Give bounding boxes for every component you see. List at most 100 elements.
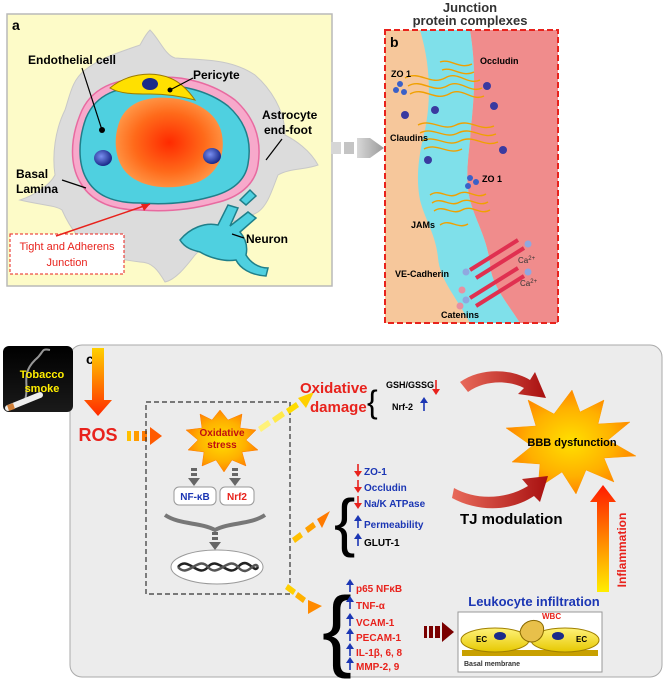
- label-catenins: Catenins: [441, 310, 479, 320]
- bbb-dysfunction-burst: [505, 389, 637, 495]
- pericyte-nucleus: [142, 78, 158, 90]
- label-tight1: Tight and Adherens: [20, 241, 115, 253]
- nfkb-box: [173, 486, 217, 506]
- dna-helix-strand: [177, 562, 260, 573]
- endothelial-nucleus: [203, 148, 221, 164]
- label-tobacco: Tobacco: [20, 369, 65, 381]
- label-tj-modulation: TJ modulation: [460, 511, 563, 528]
- cigarette-filter: [7, 403, 15, 411]
- label-endothelial: Endothelial cell: [28, 53, 116, 67]
- arrow-to-inflammation-items: [285, 584, 322, 614]
- endothelial-cell-left: [460, 627, 530, 653]
- transition-arrow: [331, 138, 384, 158]
- label-ox-damage-2: damage: [310, 399, 367, 416]
- pointer-arrowhead: [141, 204, 150, 211]
- label-basal: Basal: [16, 167, 48, 181]
- arrow-stress-to-nrf2: [229, 468, 241, 486]
- vessel-lumen: [115, 97, 223, 188]
- svg-text:TNF-α: TNF-α: [356, 601, 386, 612]
- panel-c-letter: c: [86, 351, 94, 367]
- cell-dashed-box: [145, 401, 291, 595]
- label-inflammation: Inflammation: [615, 513, 629, 588]
- panel-c: c Tobacco smoke ROS Oxidative stress: [3, 344, 663, 680]
- tight-junction-strands: [404, 60, 499, 227]
- label-neuron: Neuron: [246, 232, 288, 246]
- brace-ox-damage: {: [367, 384, 378, 420]
- label-ox-stress-2: stress: [207, 440, 237, 451]
- label-ec-left: EC: [476, 635, 487, 644]
- basal-membrane-layer: [462, 650, 598, 656]
- pointer-dot: [99, 127, 105, 133]
- label-basal-membrane: Basal membrane: [464, 661, 520, 668]
- gsh-down-arrow: [432, 380, 440, 395]
- svg-text:GLUT-1: GLUT-1: [364, 538, 400, 549]
- svg-text:PECAM-1: PECAM-1: [356, 633, 401, 644]
- panel-b-membrane-cleft: [417, 30, 520, 323]
- label-wbc: WBC: [542, 612, 561, 621]
- arrow-damage-to-bbb: [460, 371, 546, 398]
- label-leukocyte: Leukocyte infiltration: [468, 594, 600, 609]
- pointer-pericyte: [169, 77, 194, 91]
- pointer-endothelial: [81, 67, 103, 131]
- tj-item: Na/K ATPase: [354, 496, 426, 510]
- label-end-foot: end-foot: [264, 123, 312, 137]
- nrf2-box: [219, 486, 255, 506]
- panel-a-letter: a: [12, 17, 20, 33]
- pointer-basal: [61, 179, 87, 189]
- ec-nucleus: [552, 632, 564, 640]
- arrow-inflammation: [590, 485, 616, 592]
- smoke-plume: [24, 348, 51, 401]
- brace-inflammation: {: [322, 580, 352, 680]
- pointer-astrocyte: [265, 138, 283, 161]
- nrf2-up-arrow: [420, 397, 428, 411]
- arrow-to-leukocyte: [424, 622, 454, 642]
- svg-text:Na/K ATPase: Na/K ATPase: [364, 499, 426, 510]
- tj-item: Occludin: [354, 480, 407, 494]
- label-nrf2b: Nrf-2: [392, 402, 413, 412]
- arrow-to-tj-items: [292, 511, 330, 543]
- svg-text:VCAM-1: VCAM-1: [356, 618, 395, 629]
- inflammation-item: PECAM-1: [346, 628, 401, 644]
- label-pericyte: Pericyte: [193, 68, 240, 82]
- svg-text:IL-1β, 6, 8: IL-1β, 6, 8: [356, 648, 403, 659]
- dna-oval: [170, 549, 264, 585]
- svg-text:ZO-1: ZO-1: [364, 467, 387, 478]
- arrow-to-dna: [209, 532, 221, 550]
- svg-text:Occludin: Occludin: [364, 483, 407, 494]
- label-ros: ROS: [78, 425, 117, 445]
- label-ec-right: EC: [576, 635, 587, 644]
- label-ca-2: Ca2+: [520, 279, 538, 288]
- label-jams: JAMs: [411, 220, 435, 230]
- label-gsh: GSH/GSSG: [386, 380, 434, 390]
- panel-b-frame: [384, 29, 559, 324]
- label-ox-stress-1: Oxidative: [199, 428, 244, 439]
- svg-text:Permeability: Permeability: [364, 520, 424, 531]
- label-tight2: Junction: [47, 257, 88, 269]
- inflammation-item: p65 NFκB: [346, 579, 402, 595]
- inflammation-item: MMP-2, 9: [346, 657, 400, 673]
- inflammation-item: IL-1β, 6, 8: [346, 643, 403, 659]
- svg-text:p65 NFκB: p65 NFκB: [356, 584, 402, 595]
- tj-item: Permeability: [354, 515, 424, 531]
- zo1-proteins: [393, 81, 479, 189]
- label-zo1-top: ZO 1: [391, 69, 411, 79]
- panel-b: Junction protein complexes b: [384, 0, 559, 324]
- panel-b-header-2: protein complexes: [413, 13, 528, 28]
- label-occludin: Occludin: [480, 56, 519, 66]
- label-bbb: BBB dysfunction: [527, 437, 617, 449]
- tj-item: ZO-1: [354, 464, 387, 478]
- inflammation-item: TNF-α: [346, 596, 386, 612]
- label-nfkb: NF-κB: [180, 492, 209, 503]
- label-astrocyte: Astrocyte: [262, 108, 318, 122]
- ve-cadherin-pairs: [456, 238, 532, 310]
- arrow-to-ox-damage: [258, 392, 314, 432]
- ec-nucleus: [494, 632, 506, 640]
- endothelial-nucleus: [94, 150, 112, 166]
- label-ve-cadherin: VE-Cadherin: [395, 269, 449, 279]
- label-lamina: Lamina: [16, 182, 58, 196]
- pointer-neuron: [231, 233, 245, 239]
- label-ox-damage-1: Oxidative: [300, 380, 368, 397]
- arrow-tj-to-bbb: [452, 476, 548, 509]
- convergence-curve: [163, 513, 267, 533]
